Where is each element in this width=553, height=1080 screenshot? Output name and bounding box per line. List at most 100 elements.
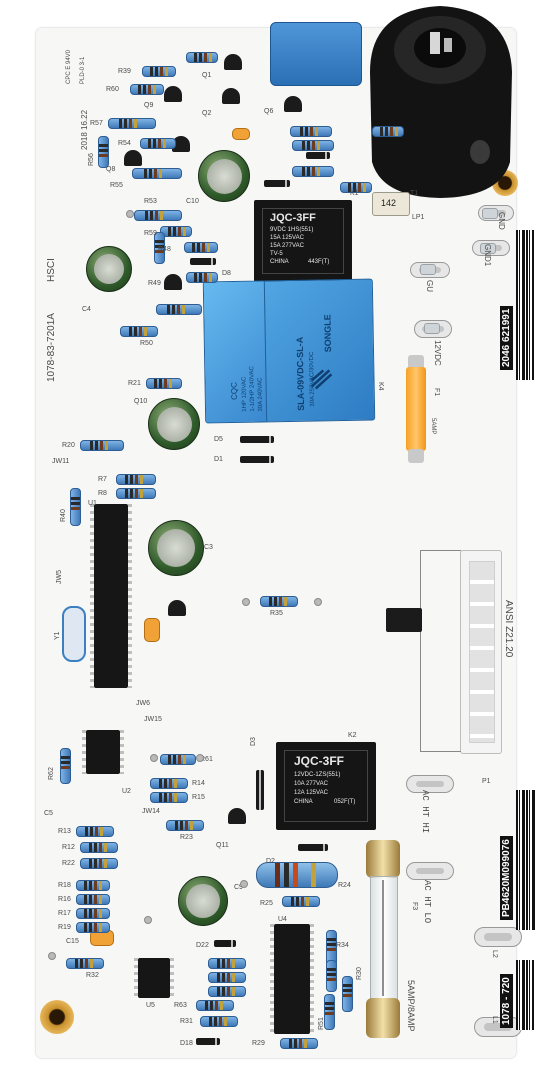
- silk-date: 2018 16.22: [80, 109, 89, 150]
- resistor-top-right: [372, 126, 404, 137]
- transformer-code: 142: [381, 198, 397, 208]
- solder-pad: [144, 916, 152, 924]
- crystal-y1: [62, 606, 86, 662]
- transformer-t1: 142: [372, 192, 410, 216]
- relay-k2-line5: 052F(T): [334, 799, 356, 805]
- silk-c3: C3: [204, 544, 213, 551]
- silk-c4: C4: [82, 306, 91, 313]
- silk-r34: R34: [336, 942, 349, 949]
- silk-hsci: HSCI: [46, 258, 57, 282]
- diode-d5: [240, 436, 274, 443]
- resistor-r60: [130, 84, 164, 95]
- silk-pld: PLD-0 3-1: [80, 56, 86, 84]
- capacitor-c1: [148, 398, 200, 450]
- silk-p1: P1: [482, 778, 491, 785]
- relay-songle-line4: 30A 240VAC: [257, 377, 265, 412]
- resistor-r61: [160, 754, 196, 765]
- resistor-r54: [140, 138, 176, 149]
- resistor-r56: [98, 136, 109, 168]
- resistor-r48: [184, 242, 218, 253]
- igniter-socket: [360, 2, 520, 202]
- silk-jw5: JW5: [56, 570, 63, 584]
- relay-songle-line2: 1HP 120VAC: [241, 376, 249, 412]
- ic-u4: [270, 924, 314, 1034]
- solder-pad: [196, 754, 204, 762]
- silk-q2: Q2: [202, 110, 212, 117]
- mounting-hole-bottom: [40, 1000, 74, 1034]
- songle-logo: [309, 368, 333, 390]
- led-12vdc: [424, 323, 440, 334]
- diode-d3: [256, 770, 264, 810]
- connector-p1: [460, 550, 502, 754]
- capacitor-c4: [86, 246, 132, 292]
- solder-pad: [126, 210, 134, 218]
- relay-k2-line3: 12A 125VAC: [294, 790, 328, 796]
- relay-songle-line3: 1-1/2HP 240VAC: [249, 366, 257, 412]
- relay-k1-line5: CHINA: [270, 259, 289, 265]
- silk-ansi: ANSI Z21.20: [503, 600, 514, 658]
- silk-r49: R49: [148, 280, 161, 287]
- silk-ac-ht-hi: AC HT HI: [420, 790, 430, 834]
- silk-fuse-rating: 5AMP/8AMP: [406, 980, 416, 1032]
- resistor-r24: [256, 862, 338, 888]
- silk-u1: U1: [88, 500, 97, 507]
- silk-f3: F3: [411, 902, 418, 911]
- silk-c10: C10: [186, 198, 199, 205]
- resistor-r23: [166, 820, 204, 831]
- resistor-r15: [150, 792, 188, 803]
- silk-r7: R7: [98, 476, 107, 483]
- silk-d8: D8: [222, 270, 231, 277]
- silk-r8: R8: [98, 490, 107, 497]
- ceramic-cap-c8: [144, 618, 160, 642]
- terminal-l1: [474, 1017, 522, 1037]
- led-gu: [420, 264, 436, 275]
- solder-pad: [242, 598, 250, 606]
- resistor-r49: [186, 272, 218, 283]
- silk-k2: K2: [348, 732, 357, 739]
- silk-q1: Q1: [202, 72, 212, 79]
- resistor-r12: [80, 842, 118, 853]
- barcode-top-bars: [516, 230, 534, 380]
- silk-r32: R32: [86, 972, 99, 979]
- resistor-r39: [142, 66, 176, 77]
- silk-c9: C9: [234, 884, 243, 891]
- terminal-ac-ht-lo: [406, 862, 454, 880]
- silk-r22: R22: [62, 860, 75, 867]
- silk-r17: R17: [58, 910, 71, 917]
- capacitor-c10: [198, 150, 250, 202]
- transistor-q10: [164, 274, 182, 290]
- silk-c15: C15: [66, 938, 79, 945]
- silk-r48: R48: [158, 246, 171, 253]
- resistor-r-u5-1: [208, 958, 246, 969]
- resistor-r18: [76, 880, 110, 891]
- resistor-r35: [260, 596, 298, 607]
- resistor-r-u5-3: [208, 986, 246, 997]
- diode-top-1: [264, 180, 290, 187]
- silk-r53: R53: [144, 198, 157, 205]
- resistor-row-a: [290, 126, 332, 137]
- silk-t1: T1: [410, 190, 419, 197]
- silk-q9: Q9: [144, 102, 154, 109]
- relay-k2-line4: CHINA: [294, 799, 313, 805]
- silk-r24: R24: [338, 882, 351, 889]
- silk-d5: D5: [214, 436, 223, 443]
- silk-k1: K1: [350, 190, 359, 197]
- barcode-middle-bars: [516, 790, 536, 930]
- silk-r63: R63: [174, 1002, 187, 1009]
- relay-k1-line1: 9VDC 1HS(551): [270, 227, 314, 233]
- silk-r14: R14: [192, 780, 205, 787]
- silk-r21: R21: [128, 380, 141, 387]
- silk-r19: R19: [58, 924, 71, 931]
- resistor-row-b: [292, 140, 334, 151]
- transistor-q14: [168, 600, 186, 616]
- silk-5amp: 5AMP: [430, 418, 436, 435]
- relay-k1-brand: JQC-3FF: [270, 212, 316, 224]
- ceramic-cap-top: [232, 128, 250, 140]
- resistor-r21: [146, 378, 182, 389]
- resistor-r40: [70, 488, 81, 526]
- silk-q11: Q11: [216, 842, 229, 849]
- resistor-row-d: [340, 182, 372, 193]
- resistor-r14: [150, 778, 188, 789]
- relay-k2: JQC-3FF 12VDC-1ZS(551) 10A 277VAC 12A 12…: [276, 742, 376, 830]
